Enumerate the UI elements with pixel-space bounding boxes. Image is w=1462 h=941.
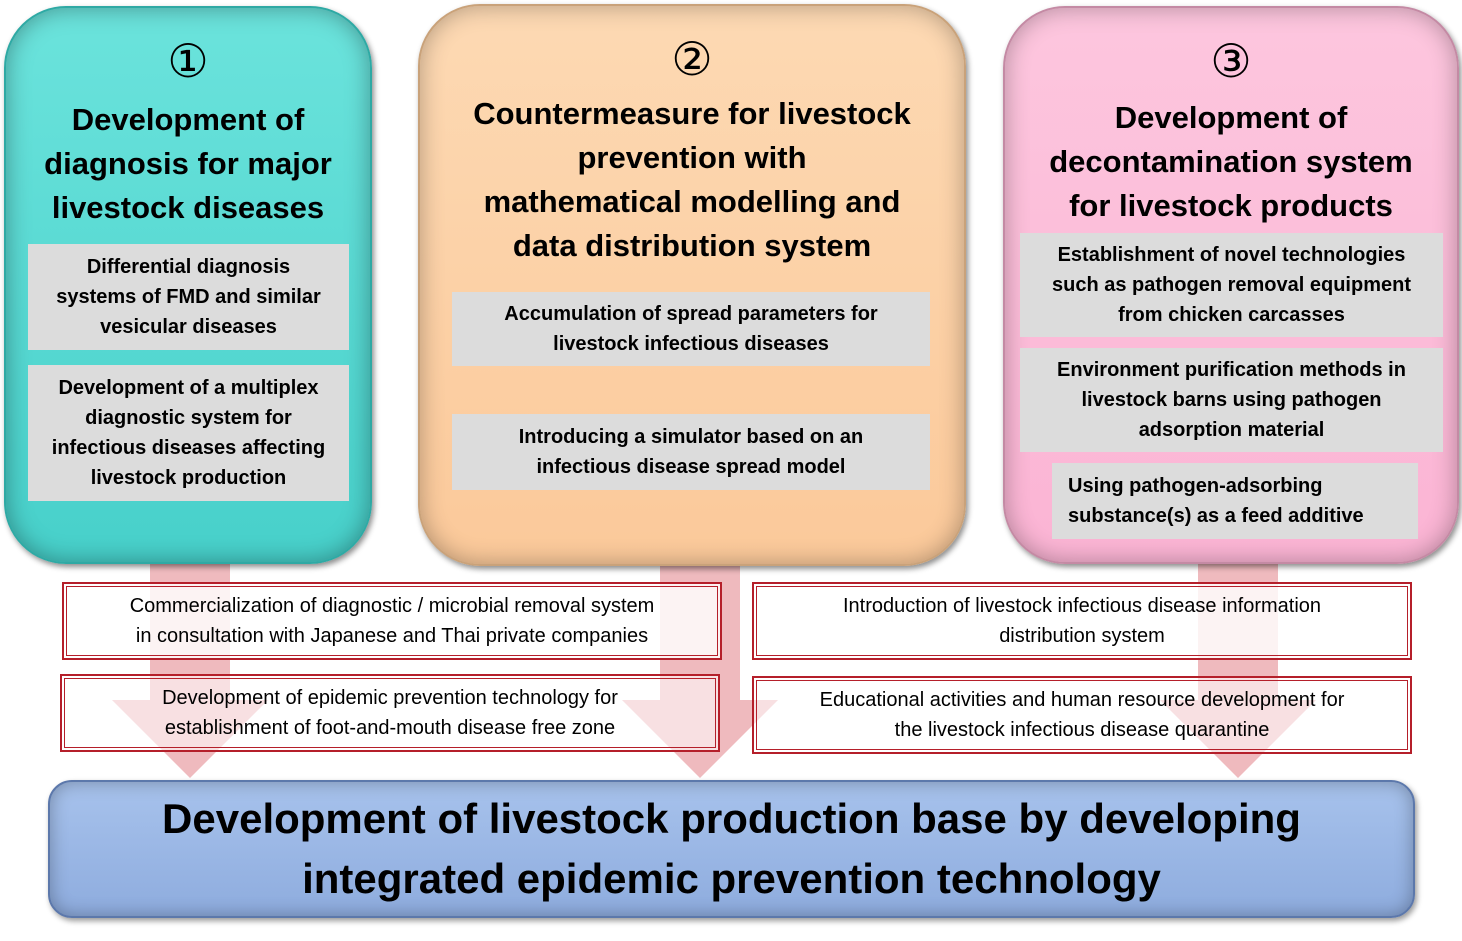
item-box: Development of a multiplex diagnostic sy… [28, 365, 349, 501]
goal-box: Development of livestock production base… [48, 780, 1415, 918]
item-box: Establishment of novel technologies such… [1020, 233, 1443, 337]
outcome-information-system: Introduction of livestock infectious dis… [752, 582, 1412, 660]
item-box: Introducing a simulator based on an infe… [452, 414, 930, 490]
item-box: Accumulation of spread parameters for li… [452, 292, 930, 366]
panel-decontamination: ③ Development of decontamination system … [1003, 6, 1459, 564]
panel-number: ② [671, 33, 713, 85]
item-box: Differential diagnosis systems of FMD an… [28, 244, 349, 350]
item-box: Using pathogen-adsorbing substance(s) as… [1052, 463, 1418, 539]
outcome-education: Educational activities and human resourc… [752, 676, 1412, 754]
panel-number: ① [167, 35, 209, 87]
outcome-fmd-free-zone: Development of epidemic prevention techn… [60, 674, 720, 752]
panel-diagnosis: ① Development of diagnosis for major liv… [4, 6, 372, 564]
panel-modelling: ② Countermeasure for livestock preventio… [418, 4, 966, 566]
panel-number: ③ [1210, 35, 1252, 87]
panel-title: Countermeasure for livestock prevention … [473, 96, 911, 263]
panel-title: Development of diagnosis for major lives… [44, 102, 332, 225]
outcome-commercialization: Commercialization of diagnostic / microb… [62, 582, 722, 660]
panel-title: Development of decontamination system fo… [1049, 100, 1413, 223]
item-box: Environment purification methods in live… [1020, 348, 1443, 452]
